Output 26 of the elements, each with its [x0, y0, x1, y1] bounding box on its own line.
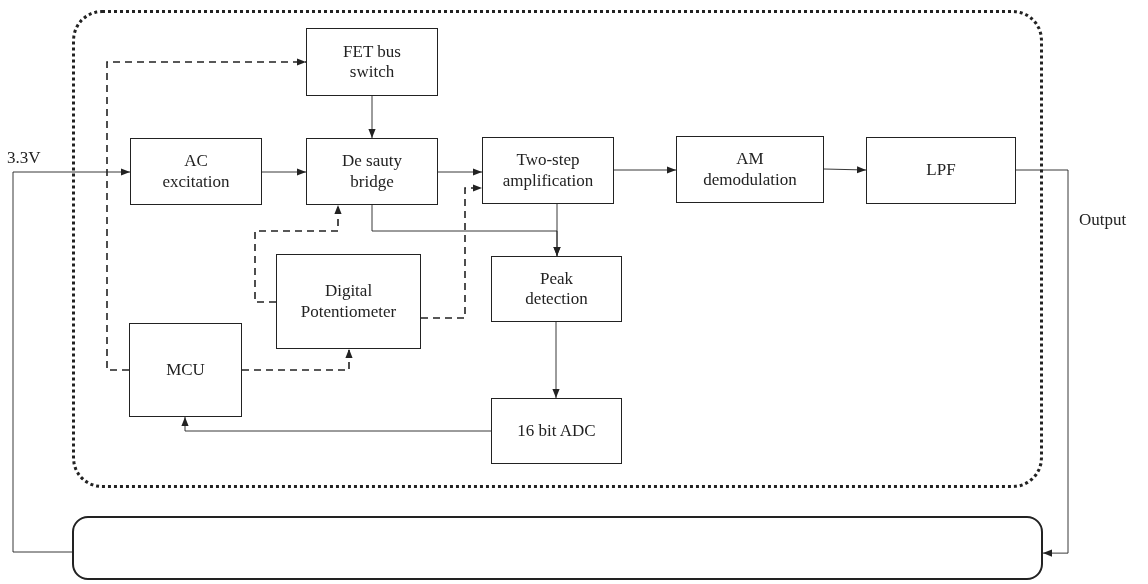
dashed-arrow [254, 204, 342, 303]
box-label: Digital Potentiometer [299, 281, 398, 322]
box-label: 16 bit ADC [517, 420, 596, 442]
process-box [129, 323, 242, 417]
box-label: AC excitation [161, 151, 231, 192]
process-box [130, 138, 262, 205]
dashed-arrow [241, 348, 353, 371]
dashed-arrow [420, 184, 483, 319]
process-box [491, 256, 622, 322]
box-label: AM demodulation [702, 149, 798, 190]
process-box [306, 138, 438, 205]
box-label: Peak detection [524, 268, 589, 310]
rounded-box [72, 516, 1043, 580]
process-box [676, 136, 824, 203]
box-label: MCU [166, 359, 205, 381]
process-box [276, 254, 421, 349]
dotted-enclosure [72, 10, 1043, 488]
process-box [306, 28, 438, 96]
process-box [491, 398, 622, 464]
box-label: Two-step amplification [501, 150, 595, 191]
process-box [866, 137, 1016, 204]
box-label: FET bus switch [342, 41, 402, 83]
box-label: De sauty bridge [341, 151, 403, 192]
dashed-arrow [106, 58, 307, 371]
process-box [482, 137, 614, 204]
box-label: LPF [926, 160, 956, 181]
